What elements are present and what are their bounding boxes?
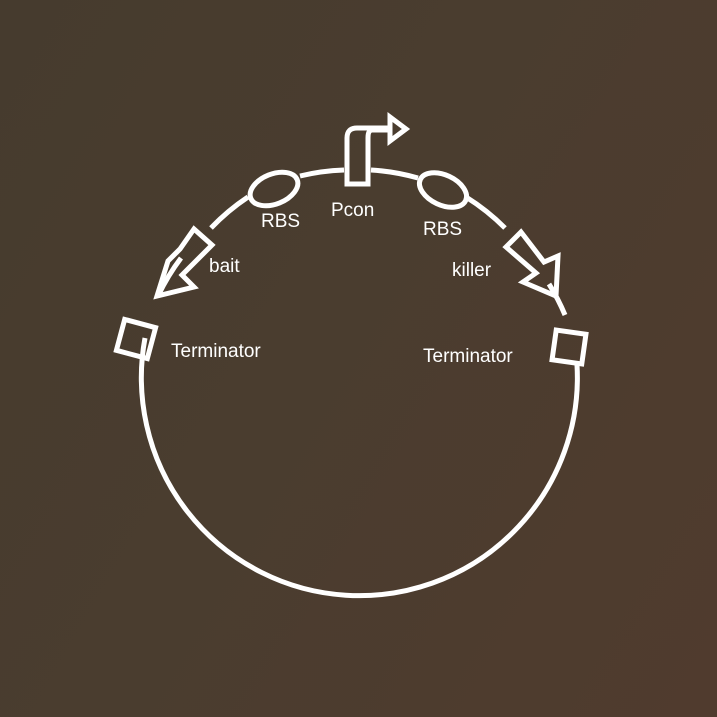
promoter-label: Pcon (331, 200, 375, 221)
bait-label: bait (209, 256, 240, 277)
cds-arrow-icon (502, 228, 561, 300)
cds-arrow-icon (153, 225, 216, 300)
rbs-right-label: RBS (423, 219, 463, 240)
backbone-arc-pcon-rbs (370, 167, 419, 181)
rbs-oval-icon (416, 170, 470, 210)
backbone-arc-rbs-pcon (299, 167, 345, 179)
terminator-square-icon (549, 327, 589, 367)
killer-label: killer (452, 260, 492, 281)
terminator-right-label: Terminator (423, 346, 513, 367)
backbone-arc-rbs-killer (464, 194, 507, 230)
backbone-arc-bait-rbs (209, 194, 250, 230)
rbs-left-label: RBS (261, 211, 301, 232)
terminator-left-label: Terminator (171, 341, 261, 362)
promoter-arrow-icon (344, 112, 411, 187)
rbs-oval-icon (247, 169, 301, 209)
terminator-square-icon (113, 316, 159, 362)
backbone-arc-lower (138, 337, 580, 599)
